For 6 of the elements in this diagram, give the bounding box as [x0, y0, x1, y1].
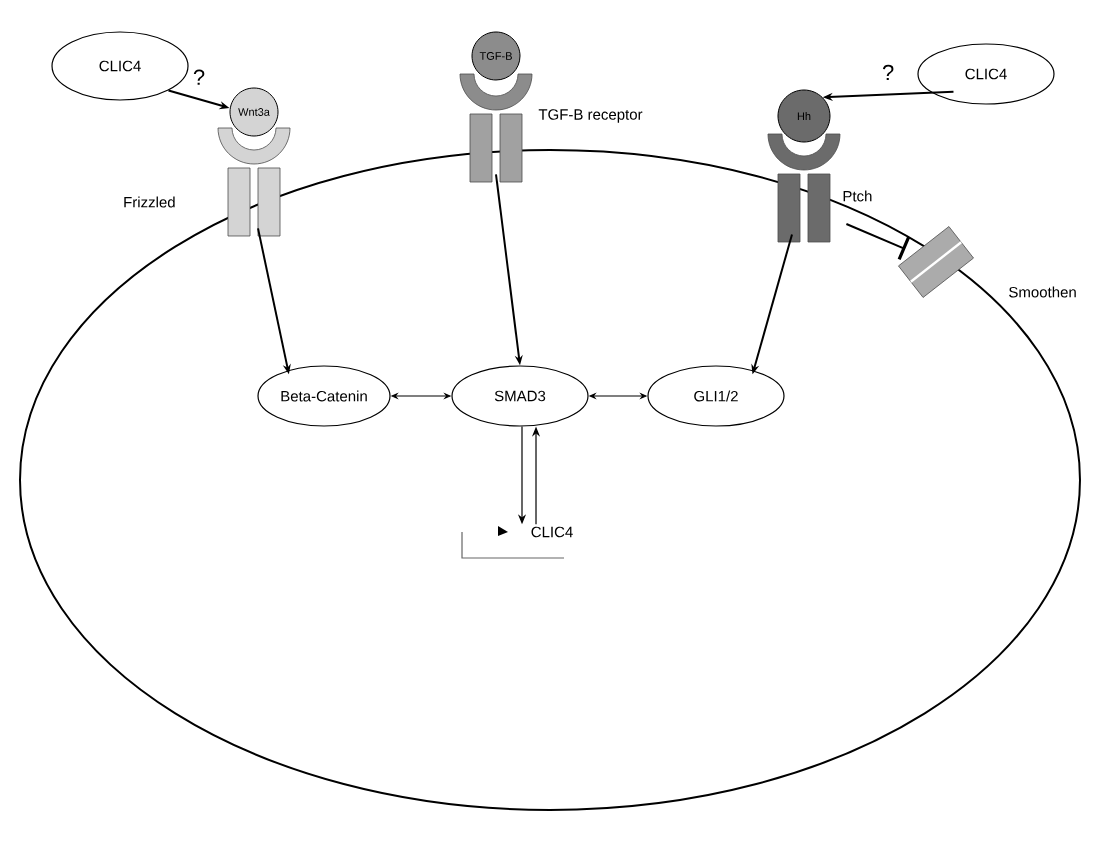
edge-label: ? — [190, 67, 208, 87]
receptor-drawing — [767, 133, 841, 243]
receptor-drawing — [217, 127, 291, 237]
smoothened-receptor-drawing — [898, 226, 974, 298]
edge-label: ? — [880, 62, 897, 83]
receptor-drawing — [459, 73, 533, 183]
